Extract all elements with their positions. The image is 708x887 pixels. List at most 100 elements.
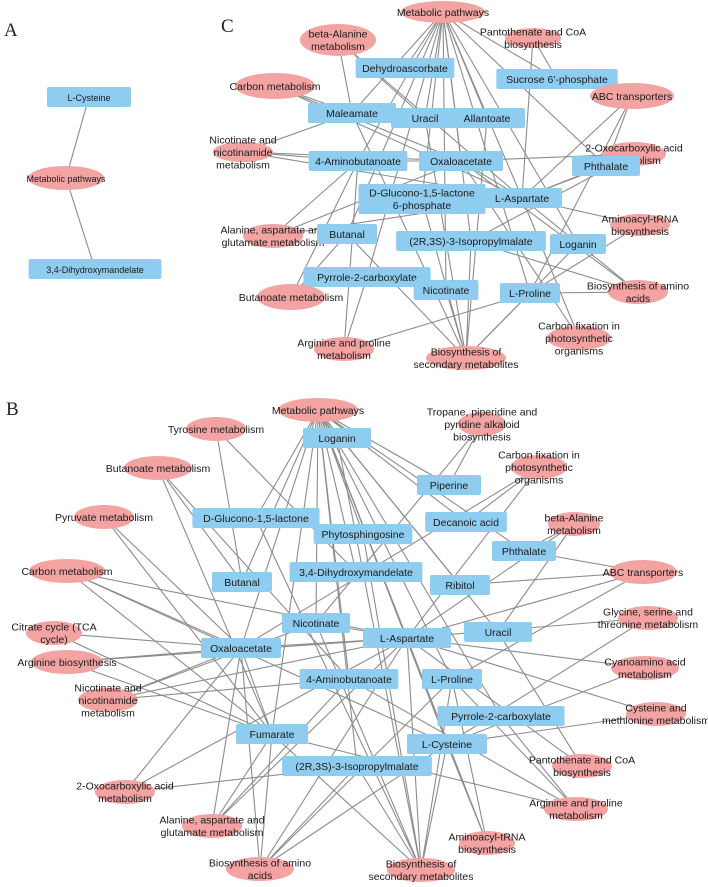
compound-node-b_dec[interactable]: Decanoic acid bbox=[425, 512, 507, 532]
node-label: nicotinamide bbox=[79, 695, 138, 707]
compound-node-c_ura[interactable]: Uracil bbox=[391, 108, 459, 128]
pathway-node-b_carb[interactable]: Carbon metabolism bbox=[21, 559, 113, 583]
node-label: Alanine, aspartate and bbox=[220, 225, 325, 237]
node-label: Carbon fixation in bbox=[498, 449, 580, 461]
compound-node-b_fum[interactable]: Fumarate bbox=[236, 724, 308, 744]
compound-node-c_pyr[interactable]: Pyrrole-2-carboxylate bbox=[303, 267, 431, 287]
compound-node-c_all[interactable]: Allantoate bbox=[449, 108, 525, 128]
compound-node-b_4am[interactable]: 4-Aminobutanoate bbox=[299, 669, 399, 689]
compound-node-c_suc[interactable]: Sucrose 6'-phosphate bbox=[496, 69, 618, 89]
compound-node-b_nict[interactable]: Nicotinate bbox=[282, 613, 350, 633]
compound-node-b_iso[interactable]: (2R,3S)-3-Isopropylmalate bbox=[282, 756, 432, 776]
node-label: Biosynthesis of amino bbox=[209, 858, 311, 870]
compound-node-b_phy[interactable]: Phytosphingosine bbox=[313, 524, 413, 544]
pathway-node-b_butm[interactable]: Butanoate metabolism bbox=[106, 456, 211, 480]
pathway-ellipse bbox=[235, 73, 315, 99]
node-label: organisms bbox=[555, 345, 603, 357]
compound-node-c_iso[interactable]: (2R,3S)-3-Isopropylmalate bbox=[396, 231, 546, 251]
compound-node-b_cys[interactable]: L-Cysteine bbox=[407, 734, 487, 754]
edge-c_abc-c_asp bbox=[521, 95, 633, 199]
pathway-node-c_met[interactable]: Metabolic pathways bbox=[397, 1, 489, 23]
pathway-node-b_pyrm[interactable]: Pyruvate metabolism bbox=[55, 505, 153, 529]
pathway-node-c_butm[interactable]: Butanoate metabolism bbox=[239, 284, 344, 310]
compound-rect bbox=[572, 156, 640, 176]
pathway-node-a_met[interactable]: Metabolic pathways bbox=[26, 166, 106, 190]
pathway-ellipse bbox=[78, 688, 138, 712]
node-label: Ribitol bbox=[445, 580, 474, 592]
compound-node-b_rib[interactable]: Ribitol bbox=[430, 575, 490, 595]
node-label: glutamate metabolism bbox=[161, 827, 264, 839]
edge-b_nic-b_asp bbox=[107, 637, 408, 701]
compound-node-b_log[interactable]: Loganin bbox=[303, 428, 371, 448]
pathway-node-c_carb[interactable]: Carbon metabolism bbox=[229, 73, 321, 99]
compound-rect bbox=[303, 267, 431, 287]
node-label: Tropane, piperidine and bbox=[427, 406, 538, 418]
compound-node-c_nict[interactable]: Nicotinate bbox=[413, 280, 479, 300]
pathway-ellipse bbox=[611, 656, 679, 680]
compound-node-c_log[interactable]: Loganin bbox=[550, 234, 606, 254]
pathway-node-c_cfix[interactable]: Carbon fixation inphotosyntheticorganism… bbox=[538, 320, 620, 357]
pathway-ellipse bbox=[74, 505, 134, 529]
compound-node-b_oxa[interactable]: Oxaloacetate bbox=[201, 638, 281, 658]
pathway-ellipse bbox=[609, 560, 677, 584]
node-label: biosynthesis bbox=[458, 844, 516, 856]
compound-node-b_dgl[interactable]: D-Glucono-1,5-lactone bbox=[192, 508, 320, 528]
pathway-node-c_abc[interactable]: ABC transporters bbox=[590, 83, 674, 109]
compound-node-c_but[interactable]: Butanal bbox=[317, 224, 377, 244]
compound-node-b_pyr[interactable]: Pyrrole-2-carboxylate bbox=[437, 706, 565, 726]
compound-node-c_oxa[interactable]: Oxaloacetate bbox=[419, 151, 503, 171]
compound-node-b_pro[interactable]: L-Proline bbox=[422, 669, 482, 689]
edge-b_tca-b_fum bbox=[53, 632, 273, 735]
compound-node-c_mal[interactable]: Maleamate bbox=[308, 103, 396, 123]
compound-node-b_pip[interactable]: Piperine bbox=[417, 475, 481, 495]
compound-node-a_cys[interactable]: L-Cysteine bbox=[47, 87, 131, 107]
compound-node-b_dhm[interactable]: 3,4-Dihydroxymandelate bbox=[289, 562, 423, 582]
compound-node-b_pht[interactable]: Phthalate bbox=[492, 541, 556, 561]
edge-b_sec-b_phy bbox=[362, 533, 422, 871]
edge-c_sec-c_but bbox=[346, 233, 467, 359]
compound-node-b_ura[interactable]: Uracil bbox=[464, 622, 532, 642]
compound-rect bbox=[282, 613, 350, 633]
compound-node-c_4am[interactable]: 4-Aminobutanoate bbox=[308, 151, 408, 171]
node-label: metabolism bbox=[216, 159, 270, 171]
node-label: 3,4-Dihydroxymandelate bbox=[299, 567, 413, 579]
pathway-node-b_abc[interactable]: ABC transporters bbox=[603, 560, 684, 584]
compound-node-c_dha[interactable]: Dehydroascorbate bbox=[355, 58, 455, 78]
pathway-node-b_cfix[interactable]: Carbon fixation inphotosyntheticorganism… bbox=[498, 449, 580, 486]
compound-node-a_dhm[interactable]: 3,4-Dihydroxymandelate bbox=[28, 259, 162, 279]
compound-node-c_asp[interactable]: L-Aspartate bbox=[482, 188, 562, 208]
compound-node-b_but[interactable]: Butanal bbox=[212, 572, 272, 592]
compound-node-c_pro[interactable]: L-Proline bbox=[500, 283, 560, 303]
node-label: Phthalate bbox=[584, 161, 629, 173]
pathway-node-b_met[interactable]: Metabolic pathways bbox=[272, 398, 364, 422]
compound-node-c_pht[interactable]: Phthalate bbox=[572, 156, 640, 176]
pathway-node-b_argb[interactable]: Arginine biosynthesis bbox=[17, 650, 117, 674]
edge-b_cys_m-b_asp bbox=[406, 637, 657, 715]
pathway-node-b_tyr[interactable]: Tyrosine metabolism bbox=[168, 417, 265, 441]
compound-node-b_asp[interactable]: L-Aspartate bbox=[363, 628, 451, 648]
node-label: Decanoic acid bbox=[433, 517, 499, 529]
